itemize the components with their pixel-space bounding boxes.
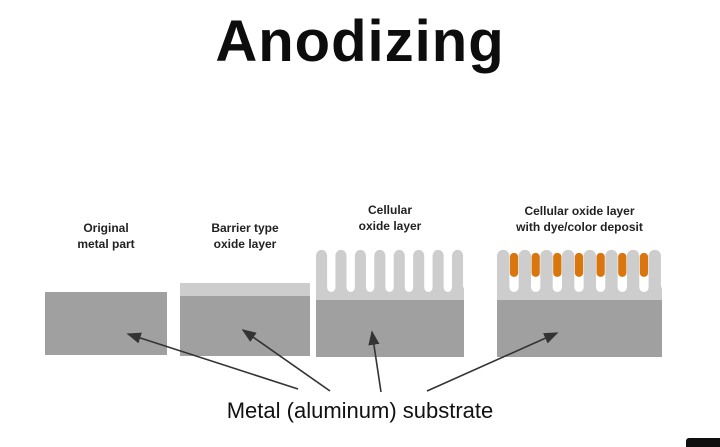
page-title: Anodizing xyxy=(215,9,505,74)
stage-label-cellular-oxide: Cellular oxide layer xyxy=(358,203,422,234)
metal-block-stage-1 xyxy=(45,292,167,355)
watermark-bar xyxy=(686,438,720,447)
stage-label-cellular-oxide-dyed: Cellular oxide layer with dye/color depo… xyxy=(516,204,643,235)
metal-block-stage-4 xyxy=(497,300,662,357)
barrier-oxide-layer xyxy=(180,283,310,296)
metal-block-stage-3 xyxy=(316,300,464,357)
stage-label-barrier-oxide: Barrier type oxide layer xyxy=(211,221,279,252)
substrate-caption: Metal (aluminum) substrate xyxy=(226,398,494,423)
stage-label-original-metal-part: Original metal part xyxy=(77,221,135,252)
metal-block-stage-2 xyxy=(180,296,310,356)
cellular-oxide-layer-with-dye xyxy=(497,248,662,301)
cellular-oxide-layer xyxy=(316,248,464,301)
